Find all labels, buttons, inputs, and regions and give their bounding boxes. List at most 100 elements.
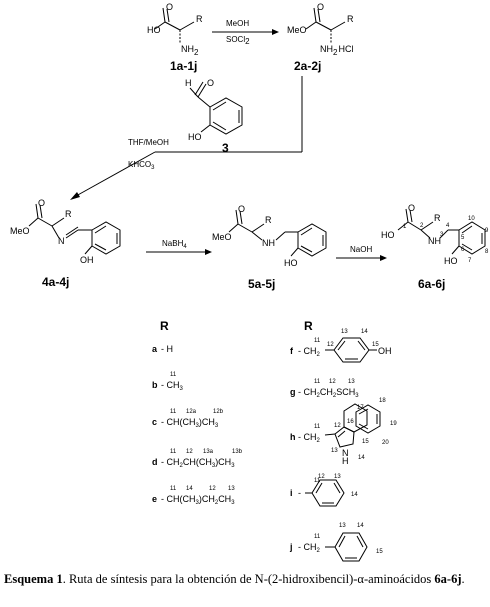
atom-number: 4 xyxy=(446,223,450,229)
reagent-khco3: KHCO3 xyxy=(128,160,155,171)
svg-text:16: 16 xyxy=(347,419,354,425)
svg-text:14: 14 xyxy=(361,329,368,335)
atom-MeO: MeO xyxy=(10,226,30,236)
svg-text:13b: 13b xyxy=(232,449,243,455)
atom-number: 8 xyxy=(485,249,489,255)
svg-text:15: 15 xyxy=(372,342,379,348)
atom-O: O xyxy=(38,198,45,208)
svg-text:- CH3: - CH3 xyxy=(161,380,184,392)
atom-MeO: MeO xyxy=(212,232,232,242)
svg-text:12: 12 xyxy=(318,474,325,480)
atom-number: 6 xyxy=(461,247,465,253)
svg-text:11: 11 xyxy=(314,534,321,540)
svg-text:12a: 12a xyxy=(186,409,197,415)
svg-text:-: - xyxy=(298,488,301,498)
svg-text:- CH(CH3)CH2CH3: - CH(CH3)CH2CH3 xyxy=(161,494,235,506)
svg-text:11: 11 xyxy=(314,478,321,484)
arrow-head-2 xyxy=(70,192,80,200)
atom-H: H xyxy=(185,78,192,88)
svg-text:- CH2: - CH2 xyxy=(298,542,321,554)
compound-label-4: 4a-4j xyxy=(42,275,69,289)
svg-text:11: 11 xyxy=(314,338,321,344)
r-group-b: 11 b - CH3 xyxy=(152,372,184,392)
r-group-i: 11 12 13 14 i - xyxy=(290,474,358,507)
r-group-f: 11 12 13 14 15 f - CH2 OH xyxy=(290,329,392,363)
svg-text:12: 12 xyxy=(329,379,336,385)
svg-text:12: 12 xyxy=(186,449,193,455)
svg-text:N: N xyxy=(342,448,349,458)
svg-text:18: 18 xyxy=(379,398,386,404)
svg-text:12: 12 xyxy=(327,342,334,348)
atom-R: R xyxy=(196,14,203,24)
reagent-naoh: NaOH xyxy=(350,245,372,254)
atom-MeO: MeO xyxy=(287,25,307,35)
svg-text:b: b xyxy=(152,380,158,390)
svg-text:15: 15 xyxy=(376,549,383,555)
caption-end: . xyxy=(461,572,465,586)
svg-text:j: j xyxy=(289,542,293,552)
svg-text:d: d xyxy=(152,457,158,467)
compound-6-structure: HO O R NH HO 1 2 3 4 5 6 7 8 9 10 xyxy=(381,203,489,266)
svg-text:11: 11 xyxy=(170,409,177,415)
atom-R: R xyxy=(434,213,441,223)
svg-text:13: 13 xyxy=(348,379,355,385)
atom-number: 9 xyxy=(485,228,489,234)
atom-number: 5 xyxy=(461,235,465,241)
atom-R: R xyxy=(265,215,272,225)
svg-text:17: 17 xyxy=(357,405,364,411)
svg-text:14: 14 xyxy=(186,486,193,492)
atom-NH: NH xyxy=(262,238,275,248)
svg-text:- H: - H xyxy=(161,344,173,354)
svg-text:20: 20 xyxy=(382,440,389,446)
compound-3-structure: H O HO xyxy=(185,78,243,142)
atom-O: O xyxy=(317,2,324,12)
svg-text:14: 14 xyxy=(351,492,358,498)
reaction-arrow-2 xyxy=(75,151,156,197)
svg-text:f: f xyxy=(290,346,294,356)
svg-text:13: 13 xyxy=(341,329,348,335)
r-group-g: 11 12 13 g - CH2CH2SCH3 xyxy=(290,379,359,399)
r-group-j: 11 13 14 15 j - CH2 xyxy=(289,523,383,562)
r-group-d: 11 12 13a 13b d - CH2CH(CH3)CH3 xyxy=(152,449,243,469)
svg-text:H: H xyxy=(342,456,349,466)
reagent-meoh: MeOH xyxy=(226,19,249,28)
svg-text:12b: 12b xyxy=(213,409,224,415)
atom-OH: OH xyxy=(80,255,94,265)
svg-text:11: 11 xyxy=(170,372,177,378)
scheme-caption: Esquema 1. Ruta de síntesis para la obte… xyxy=(4,572,488,587)
svg-text:- CH(CH3)CH3: - CH(CH3)CH3 xyxy=(161,417,219,429)
atom-NH2: NH2 xyxy=(181,44,199,57)
svg-text:15: 15 xyxy=(362,439,369,445)
compound-label-2: 2a-2j xyxy=(294,59,321,73)
compound-2-structure: MeO O R NH2HCl xyxy=(287,2,354,57)
caption-text: . Ruta de síntesis para la obtención de … xyxy=(62,572,435,586)
atom-NH: NH xyxy=(428,236,441,246)
atom-HO: HO xyxy=(147,25,161,35)
r-group-a: a - H xyxy=(152,344,173,354)
svg-text:h: h xyxy=(290,432,296,442)
reagent-socl2: SOCl2 xyxy=(226,35,250,46)
svg-text:- CH2: - CH2 xyxy=(298,346,321,358)
r-group-h: 11 12 13 14 15 16 17 18 19 20 h - CH2 N … xyxy=(290,398,397,466)
svg-text:13: 13 xyxy=(228,486,235,492)
svg-text:11: 11 xyxy=(314,379,321,385)
r-header-right: R xyxy=(304,319,313,333)
atom-number: 2 xyxy=(420,223,424,229)
r-group-e: 11 14 12 13 e - CH(CH3)CH2CH3 xyxy=(152,486,235,506)
atom-R: R xyxy=(65,209,72,219)
arrow-head-3 xyxy=(205,249,212,255)
atom-O: O xyxy=(238,204,245,214)
svg-text:g: g xyxy=(290,387,296,397)
atom-number: 1 xyxy=(403,224,407,230)
svg-text:12: 12 xyxy=(334,423,341,429)
atom-HO: HO xyxy=(381,230,395,240)
svg-text:14: 14 xyxy=(358,455,365,461)
svg-text:- CH2CH2SCH3: - CH2CH2SCH3 xyxy=(298,387,359,399)
atom-number: 7 xyxy=(468,258,472,264)
compound-4-structure: MeO O R N OH xyxy=(10,198,121,265)
compound-label-3: 3 xyxy=(222,141,229,155)
svg-text:13: 13 xyxy=(331,448,338,454)
atom-O: O xyxy=(408,203,415,213)
svg-text:a: a xyxy=(152,344,158,354)
